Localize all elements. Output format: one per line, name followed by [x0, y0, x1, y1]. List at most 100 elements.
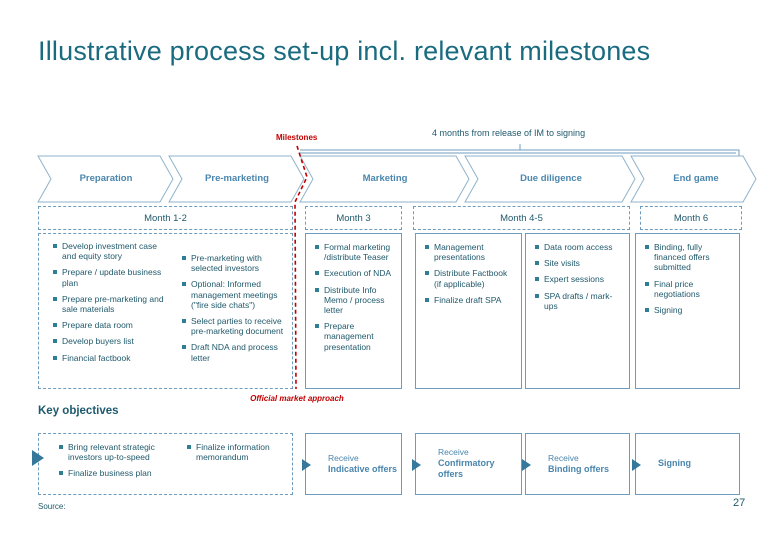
bullet-square-icon — [53, 355, 57, 360]
phase-marketing: Marketing — [362, 173, 408, 184]
bullet-square-icon — [182, 345, 186, 350]
activity-item: Distribute Info Memo / process letter — [315, 285, 397, 316]
activity-item: Expert sessions — [535, 274, 624, 284]
bullet-square-icon — [535, 293, 539, 298]
arrow-right-icon — [632, 459, 641, 471]
activity-text: Expert sessions — [544, 274, 604, 285]
bullet-square-icon — [59, 471, 63, 476]
activity-item: Prepare pre-marketing and sale materials — [53, 294, 173, 314]
activities-marketing-box: Formal marketing /distribute Teaser Exec… — [305, 233, 402, 389]
objective-text: Bring relevant strategic investors up-to… — [68, 442, 155, 463]
activity-item: Binding, fully financed offers submitted — [645, 242, 734, 273]
month-label: Month 3 — [336, 212, 371, 224]
month-label: Month 4-5 — [500, 212, 543, 224]
bullet-square-icon — [535, 261, 539, 266]
objective-item: Finalize business plan — [59, 468, 181, 478]
milestone-prefix: Receive — [328, 453, 359, 464]
bullet-square-icon — [53, 270, 57, 275]
month-3-box: Month 3 — [305, 206, 402, 230]
activity-text: Signing — [654, 304, 683, 315]
bullet-square-icon — [535, 277, 539, 282]
bullet-square-icon — [315, 245, 319, 249]
source-label: Source: — [38, 502, 66, 511]
activity-text: Financial factbook — [62, 352, 131, 363]
phase-end-game: End game — [673, 173, 719, 184]
activity-item: Finalize draft SPA — [425, 295, 515, 305]
month-4-5-box: Month 4-5 — [413, 206, 630, 230]
activities-pre-marketing-list: Pre-marketing with selected investors Op… — [182, 253, 288, 369]
activity-item: SPA drafts / mark-ups — [535, 291, 624, 311]
milestone-label: Indicative offers — [328, 463, 398, 474]
activity-text: Optional: Informed management meetings (… — [191, 279, 278, 310]
bullet-square-icon — [53, 296, 57, 301]
activity-item: Prepare management presentation — [315, 321, 397, 352]
milestone-box-binding-offers: Receive Binding offers — [522, 433, 630, 495]
activity-item: Final price negotiations — [645, 279, 734, 299]
bullet-square-icon — [53, 339, 57, 344]
month-label: Month 6 — [673, 212, 709, 224]
key-objectives-list-2: Finalize information memorandum — [187, 442, 287, 468]
milestone-box-confirmatory-offers: Receive Confirmatory offers — [412, 433, 522, 495]
bullet-square-icon — [645, 307, 649, 312]
activity-text: Develop investment case and equity story — [62, 241, 157, 262]
activity-text: Prepare data room — [62, 320, 133, 331]
activity-item: Execution of NDA — [315, 268, 397, 278]
activity-item: Develop investment case and equity story — [53, 241, 173, 261]
activity-text: SPA drafts / mark-ups — [544, 290, 613, 311]
bullet-square-icon — [425, 245, 429, 249]
activity-item: Financial factbook — [53, 353, 173, 363]
milestone-box-indicative-offers: Receive Indicative offers — [302, 433, 402, 495]
bullet-square-icon — [59, 445, 63, 449]
page-number: 27 — [733, 497, 746, 509]
milestone-prefix: Receive — [438, 447, 469, 458]
bullet-square-icon — [182, 282, 186, 287]
milestone-prefix: Receive — [548, 453, 579, 464]
activity-item: Pre-marketing with selected investors — [182, 253, 288, 273]
month-1-2-box: Month 1-2 — [38, 206, 293, 230]
milestone-label: Signing — [658, 458, 691, 469]
activity-text: Distribute Factbook (if applicable) — [434, 268, 508, 289]
bullet-square-icon — [53, 323, 57, 328]
arrow-right-icon — [522, 459, 531, 471]
bullet-square-icon — [182, 318, 186, 323]
phase-preparation: Preparation — [79, 173, 133, 184]
bullet-square-icon — [535, 245, 539, 249]
activities-due-diligence-box-1: Management presentations Distribute Fact… — [415, 233, 522, 389]
activity-item: Signing — [645, 305, 734, 315]
activity-text: Pre-marketing with selected investors — [191, 253, 262, 274]
activity-item: Site visits — [535, 258, 624, 268]
month-6-box: Month 6 — [640, 206, 742, 230]
phase-pre-marketing: Pre-marketing — [205, 173, 269, 184]
activity-text: Prepare management presentation — [324, 321, 374, 352]
milestones-label: Milestones — [276, 133, 318, 142]
arrow-right-icon — [412, 459, 421, 471]
key-objectives-heading: Key objectives — [38, 405, 119, 417]
activity-text: Prepare pre-marketing and sale materials — [62, 293, 164, 314]
bullet-square-icon — [425, 297, 429, 302]
objective-text: Finalize information memorandum — [196, 442, 270, 463]
bullet-square-icon — [315, 324, 319, 329]
activity-item: Optional: Informed management meetings (… — [182, 279, 288, 310]
activity-item: Select parties to receive pre-marketing … — [182, 316, 288, 336]
phase-due-diligence: Due diligence — [520, 173, 582, 184]
key-objectives-box-preparation: Bring relevant strategic investors up-to… — [32, 433, 293, 495]
activity-text: Site visits — [544, 258, 580, 269]
bullet-square-icon — [645, 281, 649, 286]
page-title: Illustrative process set-up incl. releva… — [38, 36, 651, 66]
arrow-right-icon — [32, 450, 44, 466]
activity-text: Distribute Info Memo / process letter — [324, 284, 385, 315]
timeline-note: 4 months from release of IM to signing — [432, 128, 586, 138]
activity-item: Prepare / update business plan — [53, 267, 173, 288]
bullet-square-icon — [645, 245, 649, 249]
bullet-square-icon — [425, 271, 429, 276]
activity-item: Data room access — [535, 242, 624, 252]
activity-text: Execution of NDA — [324, 268, 392, 279]
activities-month-1-2-box: Develop investment case and equity story… — [38, 233, 293, 389]
activity-item: Distribute Factbook (if applicable) — [425, 268, 515, 289]
activities-due-diligence-box-2: Data room access Site visits Expert sess… — [525, 233, 630, 389]
activity-text: Draft NDA and process letter — [191, 342, 278, 363]
activity-item: Develop buyers list — [53, 336, 173, 346]
activity-text: Select parties to receive pre-marketing … — [191, 315, 284, 337]
bullet-square-icon — [315, 287, 319, 292]
